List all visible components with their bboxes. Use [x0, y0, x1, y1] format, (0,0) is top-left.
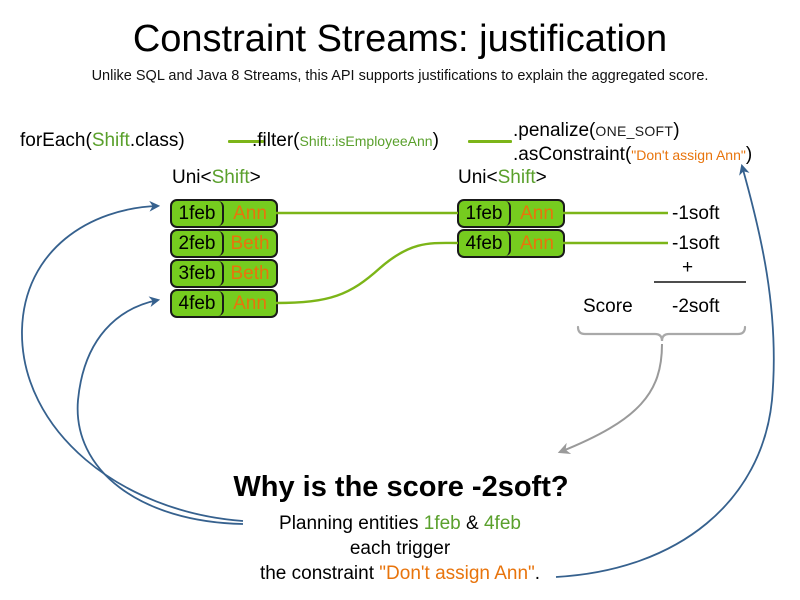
fact-employee: Beth — [230, 263, 270, 284]
code-filter-suffix: ) — [432, 130, 439, 151]
explanation-line1-before: Planning entities — [279, 513, 424, 534]
uni-caption-left: Uni<Shift> — [172, 167, 261, 189]
uni-left-suffix: > — [249, 167, 261, 188]
fact-date: 1feb — [459, 201, 511, 226]
fact-employee: Ann — [233, 293, 267, 314]
page-title: Constraint Streams: justification — [132, 18, 668, 60]
stream-link-4feb — [275, 241, 459, 305]
code-filter: .filter(Shift::isEmployeeAnn) — [252, 130, 439, 152]
score-total: -2soft — [672, 296, 720, 317]
fact-employee: Ann — [233, 203, 267, 224]
sum-rule-line — [654, 281, 746, 283]
code-filter-method-ref: Shift::isEmployeeAnn — [299, 133, 433, 149]
code-as-constraint-name: "Don't assign Ann" — [631, 147, 746, 163]
uni-right-prefix: Uni< — [458, 167, 498, 188]
explanation-line-2: each trigger — [349, 538, 451, 559]
code-filter-prefix: .filter( — [252, 130, 300, 151]
fact-date: 2feb — [172, 231, 224, 256]
uni-right-type: Shift — [497, 167, 536, 188]
score-brace — [576, 325, 747, 342]
code-penalize-suffix: ) — [673, 120, 680, 141]
fact-row[interactable]: 3feb Beth — [170, 259, 278, 288]
penalty-label: -1soft — [672, 203, 720, 224]
explanation-line-3: the constraint "Don't assign Ann". — [0, 562, 800, 586]
score-label: Score — [583, 296, 633, 317]
fact-row[interactable]: 2feb Beth — [170, 229, 278, 258]
pipeline-connector-2 — [468, 140, 512, 143]
explanation-entity-b: 4feb — [483, 513, 521, 534]
code-foreach-suffix: .class) — [129, 130, 185, 151]
uni-left-type: Shift — [211, 167, 250, 188]
fact-date: 4feb — [459, 231, 511, 256]
explanation-line3-after: . — [534, 563, 541, 584]
explanation-line1-amp: & — [460, 513, 484, 534]
fact-row[interactable]: 4feb Ann — [170, 289, 278, 318]
fact-row[interactable]: 1feb Ann — [457, 199, 565, 228]
explanation-line3-before: the constraint — [259, 563, 380, 584]
score-explanation-arrow — [557, 343, 663, 455]
code-penalize: .penalize(ONE_SOFT) — [513, 119, 680, 143]
fact-employee: Beth — [230, 233, 270, 254]
fact-row[interactable]: 4feb Ann — [457, 229, 565, 258]
explanation-entity-a: 1feb — [423, 513, 461, 534]
fact-row[interactable]: 1feb Ann — [170, 199, 278, 228]
explanation-line-1: Planning entities 1feb & 4feb — [0, 512, 800, 536]
fact-date: 4feb — [172, 291, 224, 316]
code-as-constraint: .asConstraint("Don't assign Ann") — [513, 143, 752, 167]
uni-right-suffix: > — [535, 167, 547, 188]
explanation-heading: Why is the score -2soft? — [233, 471, 569, 503]
code-as-constraint-prefix: .asConstraint( — [513, 144, 632, 165]
penalty-label: -1soft — [672, 233, 720, 254]
code-foreach-type: Shift — [91, 130, 130, 151]
code-penalize-enum: ONE_SOFT — [595, 123, 674, 139]
fact-employee: Ann — [520, 233, 554, 254]
uni-left-prefix: Uni< — [172, 167, 212, 188]
uni-caption-right: Uni<Shift> — [458, 167, 547, 189]
code-foreach: forEach(Shift.class) — [20, 130, 185, 152]
code-foreach-prefix: forEach( — [20, 130, 92, 151]
fact-employee: Ann — [520, 203, 554, 224]
pipeline-connector-1 — [228, 140, 264, 143]
code-as-constraint-suffix: ) — [745, 144, 753, 165]
page-subtitle: Unlike SQL and Java 8 Streams, this API … — [91, 68, 709, 84]
code-penalize-prefix: .penalize( — [513, 120, 596, 141]
explanation-constraint-name: "Don't assign Ann" — [379, 563, 535, 584]
fact-date: 1feb — [172, 201, 224, 226]
sum-operator: + — [682, 257, 694, 278]
fact-date: 3feb — [172, 261, 224, 286]
